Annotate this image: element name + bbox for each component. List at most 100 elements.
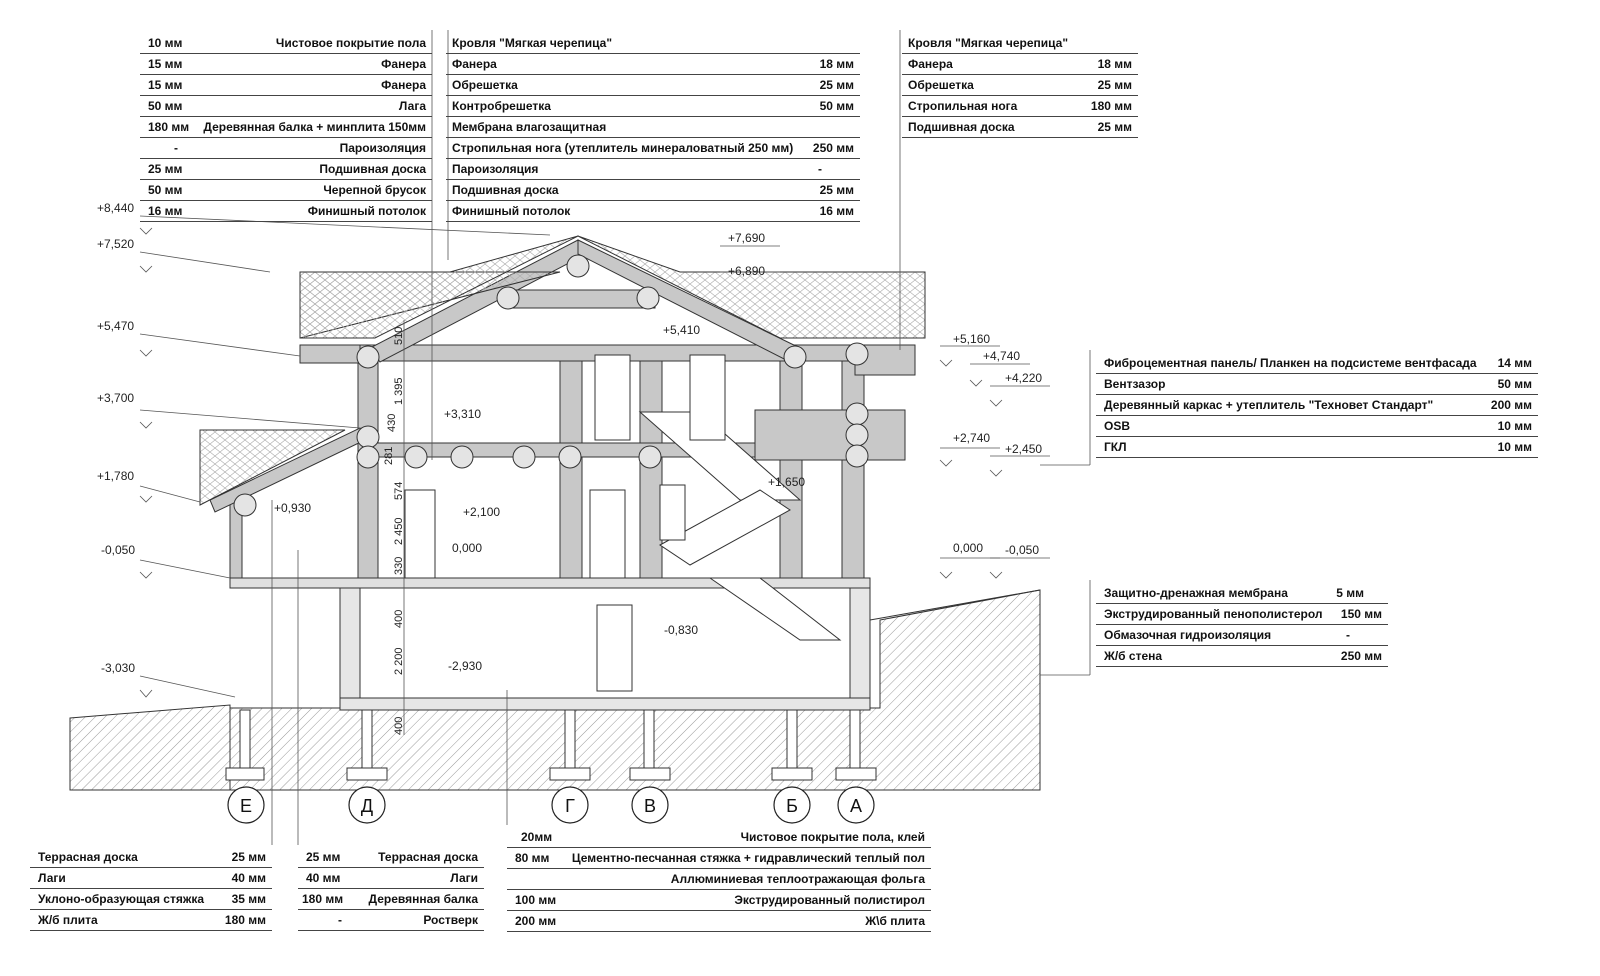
spec-row: Фиброцементная панель/ Планкен на подсис… xyxy=(1096,353,1538,374)
spec-row: -Пароизоляция xyxy=(140,138,432,159)
elev-inner-10: -2,930 xyxy=(448,659,482,673)
axis-label-A: А xyxy=(850,796,862,816)
elev-left-6: -0,050 xyxy=(101,543,135,557)
spec-title: Кровля "Мягкая черепица" xyxy=(902,33,1138,54)
dim-5: 574 xyxy=(393,482,405,500)
elev-left-3: +5,470 xyxy=(97,319,134,333)
elev-inner-7: +1,650 xyxy=(768,475,805,489)
dim-8: 400 xyxy=(393,610,405,628)
elevation-marks-right xyxy=(720,245,1050,579)
spec-row: -Ростверк xyxy=(298,910,484,931)
spec-row: Мембрана влагозащитная xyxy=(446,117,860,138)
elev-right-1: +5,160 xyxy=(953,332,990,346)
dim-2: 1 395 xyxy=(393,377,405,405)
elev-right-6: 0,000 xyxy=(953,541,983,555)
spec-table-facade: Фиброцементная панель/ Планкен на подсис… xyxy=(1096,353,1538,458)
elev-right-2: +4,740 xyxy=(983,349,1020,363)
axis-label-B: Б xyxy=(786,796,798,816)
elev-right-5: +2,450 xyxy=(1005,442,1042,456)
stairs xyxy=(638,411,802,501)
axis-label-E: Е xyxy=(240,796,252,816)
dim-3: 430 xyxy=(386,414,398,432)
elev-left-1: +8,440 xyxy=(97,201,134,215)
elev-inner-6: 0,000 xyxy=(452,541,482,555)
elevation-marks-left xyxy=(139,215,551,698)
axis-label-V: В xyxy=(644,796,656,816)
spec-row: Обмазочная гидроизоляция- xyxy=(1096,625,1388,646)
elev-inner-3: +5,410 xyxy=(663,323,700,337)
dim-7: 330 xyxy=(393,557,405,575)
elev-right-4: +2,740 xyxy=(953,431,990,445)
dim-6: 2 450 xyxy=(393,517,405,545)
spec-row: Деревянный каркас + утеплитель "Техновет… xyxy=(1096,395,1538,416)
elev-right-3: +4,220 xyxy=(1005,371,1042,385)
elev-right-7: -0,050 xyxy=(1005,543,1039,557)
log-ends xyxy=(233,254,869,517)
elev-inner-2: +6,890 xyxy=(728,264,765,278)
axis-markers xyxy=(227,786,875,824)
axis-label-G: Г xyxy=(565,796,575,816)
elev-left-4: +3,700 xyxy=(97,391,134,405)
ground-hatch xyxy=(69,704,231,791)
dim-4: 281 xyxy=(383,447,395,465)
porch-roof xyxy=(199,429,346,506)
dim-1: 510 xyxy=(393,327,405,345)
elev-inner-5: +2,100 xyxy=(463,505,500,519)
axis-label-D: Д xyxy=(361,796,373,816)
spec-title: Кровля "Мягкая черепица" xyxy=(446,33,860,54)
elev-inner-1: +7,690 xyxy=(728,231,765,245)
elev-left-2: +7,520 xyxy=(97,237,134,251)
elev-inner-8: +0,930 xyxy=(274,501,311,515)
elev-left-5: +1,780 xyxy=(97,469,134,483)
piles xyxy=(225,709,877,781)
basement-slab xyxy=(339,697,871,711)
elev-inner-4: +3,310 xyxy=(444,407,481,421)
dim-9: 2 200 xyxy=(393,647,405,675)
elev-inner-9: -0,830 xyxy=(664,623,698,637)
dim-10: 400 xyxy=(393,717,405,735)
doors xyxy=(404,354,726,692)
spec-row: Аллюминиевая теплоотражающая фольга xyxy=(507,869,931,890)
elev-left-7: -3,030 xyxy=(101,661,135,675)
ground-floor-slab xyxy=(229,577,871,589)
